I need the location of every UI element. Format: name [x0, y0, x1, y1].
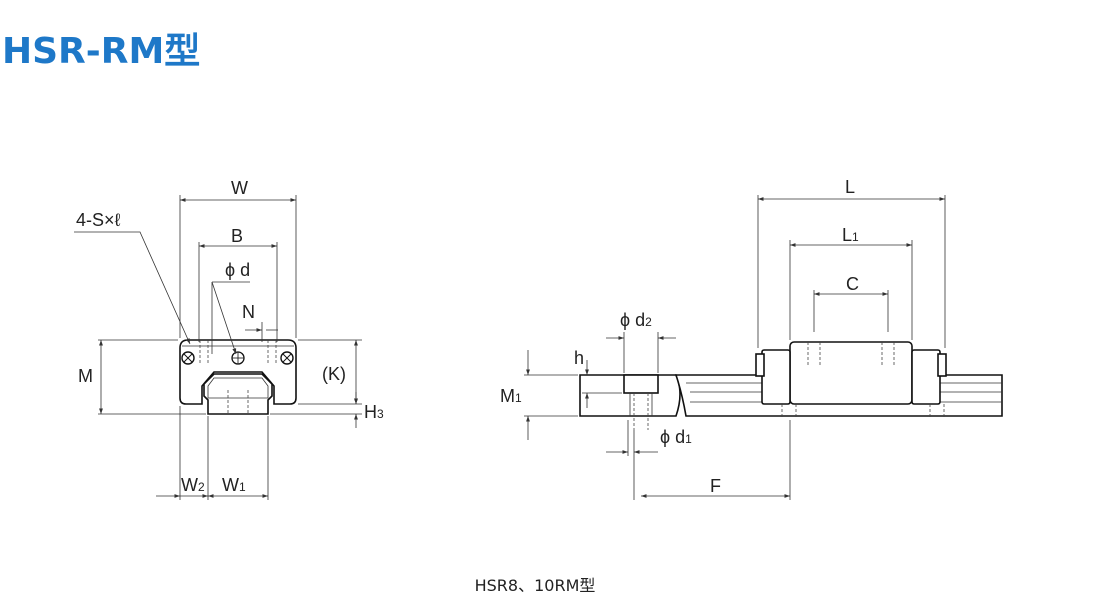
screw-left-icon	[181, 351, 195, 365]
label-w: W	[231, 178, 248, 198]
label-l: L	[845, 177, 855, 197]
grease-nipple-icon	[231, 351, 245, 365]
page-title: HSR-RM型	[2, 31, 201, 72]
label-f: F	[710, 476, 721, 496]
label-m1: M1	[500, 386, 522, 406]
label-h3: H3	[364, 402, 384, 422]
label-phi-d2: ϕ d2	[620, 310, 652, 330]
figure-caption: HSR8、10RM型	[474, 576, 596, 595]
block-side	[789, 341, 913, 405]
label-phi-d1: ϕ d1	[660, 427, 692, 447]
screw-right-icon	[280, 351, 294, 365]
label-w1: W1	[222, 475, 246, 495]
label-c: C	[846, 274, 859, 294]
label-n: N	[242, 302, 255, 322]
label-s-tap: 4-S×ℓ	[76, 210, 121, 230]
side-view: L L1 C ϕ d2 h M1 ϕ d1 F	[500, 177, 1003, 500]
label-h: h	[574, 348, 584, 368]
label-m: M	[78, 366, 93, 386]
rail-profile	[203, 373, 273, 415]
label-phi-d: ϕ d	[225, 260, 250, 280]
label-l1: L1	[842, 225, 859, 245]
label-b: B	[231, 226, 243, 246]
label-w2: W2	[181, 475, 205, 495]
front-view: W 4-S×ℓ B ϕ d N M (K) H3 W2 W1	[74, 178, 384, 500]
label-k: (K)	[322, 364, 346, 384]
